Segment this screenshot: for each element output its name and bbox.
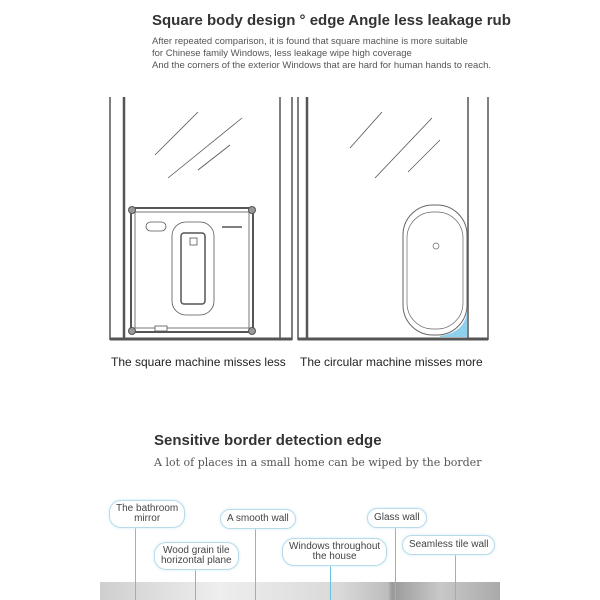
left-window-frame [109,97,293,341]
square-design-description: After repeated comparison, it is found t… [152,36,552,72]
pointer-line [135,517,136,600]
caption-square-machine: The square machine misses less [111,355,286,369]
border-detection-subtitle: A lot of places in a small home can be w… [154,456,482,469]
tag-text: A smooth wall [227,513,289,524]
tag-text: mirror [134,513,161,524]
home-scene-photo [100,582,500,600]
tag-text: the house [312,551,357,562]
round-robot-icon [402,204,468,336]
comparison-illustration [109,97,489,341]
pointer-line [195,564,196,600]
missed-corner-area [440,310,467,337]
pointer-line [330,558,331,600]
tag-glass-wall: Glass wall [367,508,427,528]
description-line: And the corners of the exterior Windows … [152,60,492,71]
square-robot-icon [128,206,256,335]
right-window-frame [297,97,489,341]
tag-smooth-wall: A smooth wall [220,509,296,529]
section-title-square-design: Square body design ° edge Angle less lea… [152,12,511,29]
tag-text: horizontal plane [161,555,232,566]
tag-seamless-tile-wall: Seamless tile wall [402,535,496,555]
tag-text: Seamless tile wall [409,539,489,550]
description-line: After repeated comparison, it is found t… [152,36,468,47]
section-title-border-detection: Sensitive border detection edge [154,432,382,449]
tag-text: Wood grain tile [163,545,230,556]
pointer-line [455,553,456,600]
description-line: for Chinese family Windows, less leakage… [152,48,412,59]
tag-text: Windows throughout [289,541,381,552]
caption-circular-machine: The circular machine misses more [300,355,483,369]
pointer-line [395,525,396,600]
pointer-line [255,528,256,600]
tag-text: The bathroom [116,503,179,514]
tag-text: Glass wall [374,512,420,523]
